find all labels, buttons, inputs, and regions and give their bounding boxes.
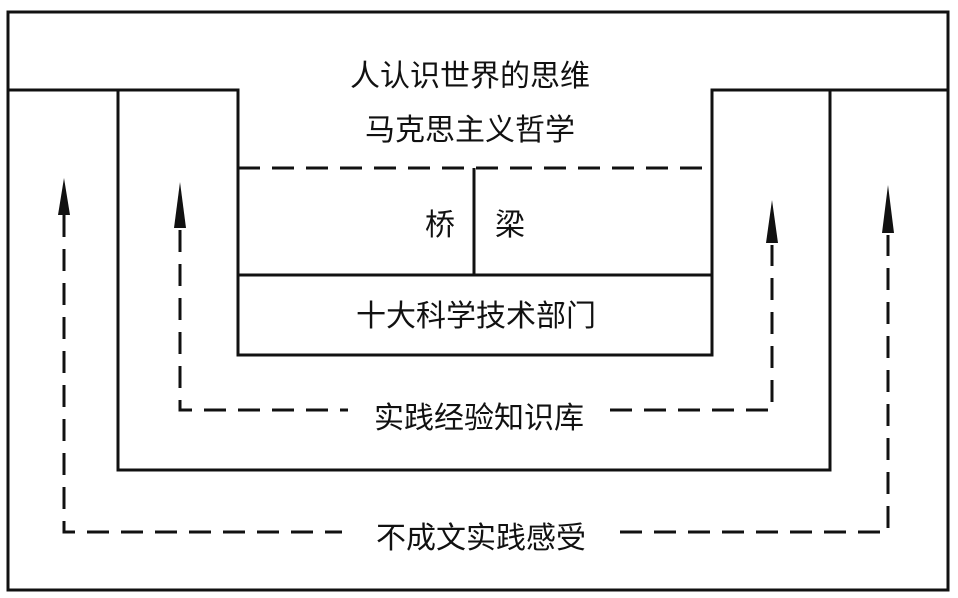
bridge-right-label: 梁 <box>495 208 525 243</box>
arrow-up-icon <box>882 185 894 233</box>
experience-label: 实践经验知识库 <box>374 401 584 436</box>
arrow-up-icon <box>174 182 186 228</box>
feelings-label: 不成文实践感受 <box>376 521 586 556</box>
arrow-up-icon <box>58 178 70 215</box>
experience-dashed-loop <box>178 230 774 412</box>
sciences-label: 十大科学技术部门 <box>356 299 596 334</box>
feelings-dashed-loop <box>62 215 890 534</box>
bridge-left-label: 桥 <box>425 208 455 243</box>
arrow-up-icon <box>766 200 778 243</box>
top-label-line1: 人认识世界的思维 <box>350 59 590 94</box>
top-label-line2: 马克思主义哲学 <box>365 113 575 148</box>
inner-u-frame <box>118 88 830 357</box>
